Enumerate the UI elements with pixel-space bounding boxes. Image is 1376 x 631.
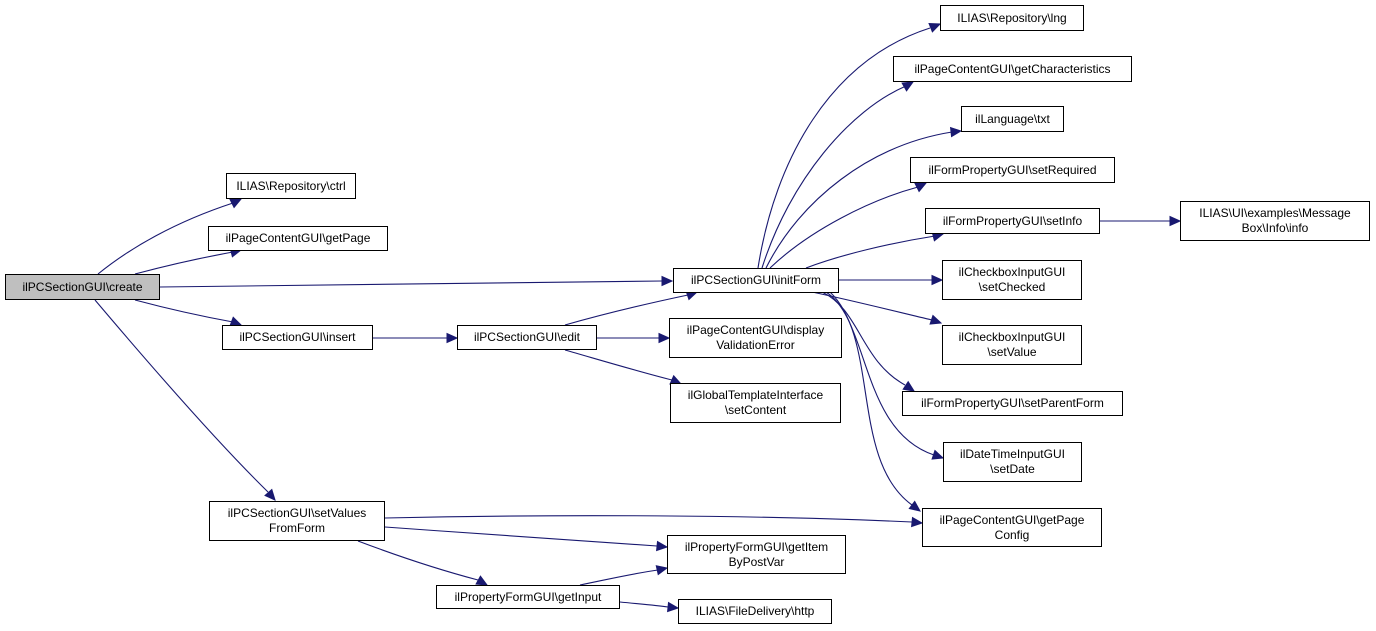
edge-create-to-initForm	[159, 280, 663, 288]
node-label-line: ilPCSectionGUI\edit	[473, 330, 581, 344]
node-label-line: ILIAS\UI\examples\Message	[1199, 206, 1351, 220]
arrowhead-setValuesFromForm-to-getInput	[475, 575, 489, 586]
edge-setValuesFromForm-to-getItemByPostVar	[384, 526, 658, 547]
node-label-line: ilPageContentGUI\display	[686, 323, 825, 337]
edge-create-to-ctrl	[97, 202, 234, 275]
node-label-line: ilCheckboxInputGUI	[958, 330, 1066, 344]
node-lng[interactable]: ILIAS\Repository\lng	[940, 5, 1084, 31]
node-create: ilPCSectionGUI\create	[5, 274, 160, 300]
edge-initForm-to-getPageConfig	[829, 291, 913, 506]
edge-initForm-to-setInfo	[805, 235, 936, 269]
node-set-checked[interactable]: ilCheckboxInputGUI\setChecked	[942, 260, 1082, 300]
node-get-characteristics[interactable]: ilPageContentGUI\getCharacteristics	[893, 56, 1132, 82]
node-label-line: ILIAS\FileDelivery\http	[695, 604, 815, 618]
arrowhead-create-to-ctrl	[229, 198, 243, 209]
node-label-line: ilPropertyFormGUI\getItem	[684, 539, 829, 554]
edge-create-to-getPage	[134, 251, 234, 275]
node-set-info[interactable]: ilFormPropertyGUI\setInfo	[925, 208, 1100, 234]
node-ctrl[interactable]: ILIAS\Repository\ctrl	[226, 173, 356, 199]
edge-setValuesFromForm-to-getPageConfig	[384, 515, 913, 523]
arrowhead-initForm-to-setRequired	[914, 182, 928, 193]
node-label-line: ilCheckboxInputGUI	[958, 265, 1066, 279]
node-label-line: ilPageContentGUI\getPage	[225, 231, 371, 245]
node-http[interactable]: ILIAS\FileDelivery\http	[678, 599, 832, 624]
edge-initForm-to-getCharacteristics	[761, 85, 907, 269]
node-get-page[interactable]: ilPageContentGUI\getPage	[208, 226, 388, 251]
node-label-line: FromForm	[269, 521, 325, 535]
node-label-line: ilFormPropertyGUI\setRequired	[928, 162, 1097, 177]
arrowhead-initForm-to-setParentForm	[902, 380, 916, 392]
node-label-line: ILIAS\Repository\ctrl	[236, 178, 346, 193]
node-set-date[interactable]: ilDateTimeInputGUI\setDate	[943, 442, 1082, 482]
arrowhead-initForm-to-setValue	[929, 314, 943, 325]
node-label-line: ilPCSectionGUI\create	[22, 279, 143, 294]
node-label-line: \setDate	[990, 462, 1035, 476]
node-label-line: \setValue	[987, 345, 1037, 359]
edge-edit-to-setContent	[564, 349, 673, 381]
node-label-line: ilPropertyFormGUI\getInput	[454, 589, 602, 604]
edge-initForm-to-setRequired	[769, 186, 919, 269]
node-label-line: ilFormPropertyGUI\setInfo	[942, 213, 1083, 228]
node-edit[interactable]: ilPCSectionGUI\edit	[457, 325, 597, 350]
arrowhead-getInput-to-getItemByPostVar	[655, 565, 669, 576]
edge-create-to-insert	[134, 299, 234, 323]
arrowhead-initForm-to-setChecked	[931, 274, 944, 286]
edge-edit-to-initForm	[564, 294, 689, 326]
edge-getInput-to-http	[619, 601, 669, 608]
arrowhead-setValuesFromForm-to-getItemByPostVar	[656, 540, 669, 552]
arrowhead-setInfo-to-messageBoxInfo	[1169, 215, 1182, 227]
arrowhead-create-to-setValuesFromForm	[264, 488, 276, 501]
arrowhead-initForm-to-getPageConfig	[908, 500, 921, 512]
node-label-line: ilPCSectionGUI\setValues	[227, 506, 367, 520]
node-set-content[interactable]: ilGlobalTemplateInterface\setContent	[670, 383, 841, 423]
node-label-line: \setChecked	[978, 280, 1046, 294]
node-insert[interactable]: ilPCSectionGUI\insert	[222, 325, 373, 350]
edge-initForm-to-setParentForm	[821, 291, 906, 386]
node-set-value[interactable]: ilCheckboxInputGUI\setValue	[942, 325, 1082, 365]
node-label-line: ilPageContentGUI\getPage	[939, 512, 1085, 527]
arrowhead-initForm-to-txt	[949, 126, 963, 138]
edge-initForm-to-txt	[765, 131, 953, 269]
node-txt[interactable]: ilLanguage\txt	[961, 106, 1064, 132]
node-label-line: ilLanguage\txt	[975, 111, 1050, 126]
node-label-line: ILIAS\Repository\lng	[957, 10, 1067, 25]
node-label-line: ilGlobalTemplateInterface	[687, 388, 824, 402]
node-label-line: ilPCSectionGUI\initForm	[690, 273, 822, 287]
node-label-line: Config	[994, 527, 1030, 542]
arrowhead-initForm-to-getCharacteristics	[901, 81, 915, 92]
node-label-line: ByPostVar	[728, 554, 785, 569]
edge-create-to-setValuesFromForm	[94, 299, 269, 493]
node-label-line: ilPCSectionGUI\insert	[239, 330, 356, 344]
edge-initForm-to-setValue	[811, 291, 933, 321]
node-get-input[interactable]: ilPropertyFormGUI\getInput	[436, 585, 620, 609]
node-set-parent-form[interactable]: ilFormPropertyGUI\setParentForm	[902, 391, 1123, 416]
node-label-line: ilPageContentGUI\getCharacteristics	[914, 61, 1111, 76]
node-label-line: ilFormPropertyGUI\setParentForm	[921, 396, 1104, 410]
arrowhead-setValuesFromForm-to-getPageConfig	[911, 516, 924, 528]
edge-initForm-to-lng	[757, 27, 931, 269]
edge-setValuesFromForm-to-getInput	[357, 540, 479, 581]
node-init-form[interactable]: ilPCSectionGUI\initForm	[673, 268, 839, 293]
arrowhead-create-to-initForm	[661, 275, 674, 287]
node-label-line: Box\Info\info	[1241, 221, 1309, 235]
node-set-required[interactable]: ilFormPropertyGUI\setRequired	[910, 157, 1115, 183]
node-label-line: ilDateTimeInputGUI	[960, 447, 1065, 461]
arrowhead-initForm-to-setDate	[931, 449, 945, 460]
node-label-line: \setContent	[724, 403, 787, 417]
node-label-line: ValidationError	[716, 338, 795, 352]
arrowhead-insert-to-edit	[446, 332, 459, 344]
arrowhead-getInput-to-http	[667, 601, 680, 613]
arrowhead-initForm-to-lng	[928, 23, 942, 33]
edge-initForm-to-setDate	[825, 291, 935, 456]
edge-getInput-to-getItemByPostVar	[579, 569, 659, 586]
arrowhead-edit-to-displayValidationError	[658, 332, 671, 344]
